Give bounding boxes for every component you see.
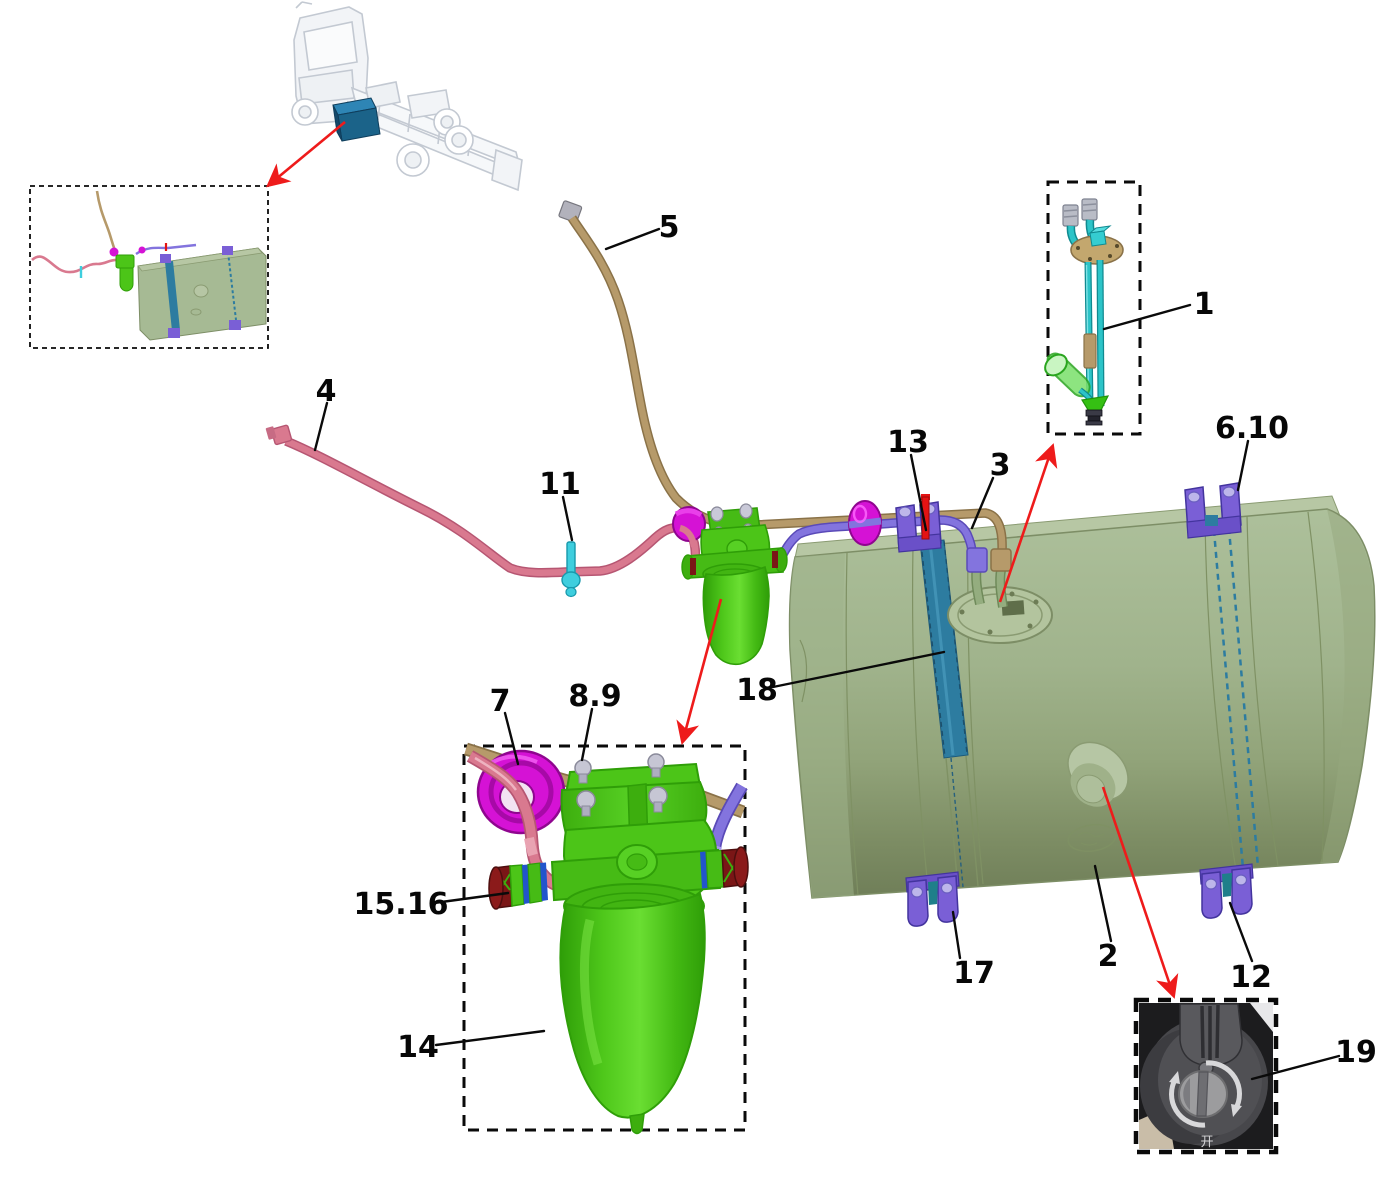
callout-12: 12 <box>1230 960 1272 995</box>
leader-5 <box>604 227 661 251</box>
callout-18: 18 <box>736 673 778 708</box>
arrow-filler-to-photo-inset <box>1101 786 1179 999</box>
hose-clip-11 <box>561 541 581 598</box>
fuel-return-hose-3 <box>775 515 977 563</box>
filter-port-fittings-15-16 <box>488 862 548 910</box>
hose-grommet-on-return-line <box>848 500 882 546</box>
tank-strap <box>919 539 979 889</box>
callout-6-10: 6.10 <box>1215 411 1289 446</box>
return-hose-fitting <box>966 547 988 573</box>
chassis-overview-inset <box>29 185 269 349</box>
lower-bracket-left-17 <box>905 871 960 927</box>
leader-13 <box>909 453 928 532</box>
fuel-supply-hose-5 <box>558 200 1007 553</box>
callout-7: 7 <box>490 684 511 719</box>
hidden-strap-line-2 <box>1226 516 1260 868</box>
hidden-strap-line <box>1211 518 1245 870</box>
leader-19 <box>1250 1054 1341 1081</box>
leader-3 <box>970 476 995 530</box>
callout-labels: 1 2 3 4 5 6.10 7 8.9 11 12 13 14 15.16 1… <box>316 210 1377 1070</box>
leader-18 <box>771 650 946 689</box>
leader-7 <box>503 711 520 766</box>
red-reference-arrows <box>265 120 1179 999</box>
callout-13: 13 <box>887 425 929 460</box>
callout-14: 14 <box>397 1030 439 1065</box>
filter-right-port <box>700 846 749 889</box>
leader-4 <box>313 401 329 452</box>
lower-bracket-right-12 <box>1199 863 1254 919</box>
tank-seam-lines <box>799 511 1325 896</box>
filter-bowl-enlarged-14 <box>559 883 706 1135</box>
leader-17 <box>951 910 962 960</box>
sender-detail-inset <box>1044 180 1142 436</box>
callout-1: 1 <box>1194 287 1215 322</box>
leader-14 <box>434 1029 546 1047</box>
fuel-tank <box>788 495 1376 899</box>
filler-cap-photo-inset: 开 <box>1133 997 1279 1155</box>
arrow-truck-to-overview <box>265 120 346 188</box>
filter-detail-inset <box>462 742 749 1135</box>
callout-15-16: 15.16 <box>354 887 449 922</box>
callout-19: 19 <box>1335 1035 1377 1070</box>
supply-hose-fitting <box>990 548 1012 572</box>
callout-17: 17 <box>953 956 995 991</box>
leader-6-10 <box>1236 439 1250 492</box>
filler-cap-photo: 开 <box>1139 1003 1273 1150</box>
filter-bowl-small <box>702 565 770 666</box>
retaining-clip-13 <box>921 496 930 540</box>
fuel-filter-assembly <box>265 424 788 666</box>
callout-3: 3 <box>990 448 1011 483</box>
flange-hoses-and-fittings <box>966 547 1012 608</box>
callout-8-9: 8.9 <box>568 679 621 714</box>
suction-hose-in-detail <box>466 750 569 895</box>
truck-fuel-tank-highlight <box>332 97 381 142</box>
truck-chassis-sketch <box>291 1 523 192</box>
callout-leader-lines <box>313 227 1341 1081</box>
leader-8-9 <box>580 707 594 762</box>
fuel-sender-unit <box>1044 198 1124 426</box>
sender-flange <box>947 586 1053 644</box>
tank-logo-emboss <box>1067 823 1117 853</box>
callout-11: 11 <box>539 467 581 502</box>
callout-4: 4 <box>316 374 337 409</box>
callout-5: 5 <box>659 210 680 245</box>
upper-bracket-right-6-10 <box>1184 482 1242 539</box>
arrow-flange-to-sender-inset <box>998 443 1058 603</box>
hose-grommet-at-filter <box>672 506 706 548</box>
leader-11 <box>561 495 574 542</box>
callout-2: 2 <box>1098 939 1119 974</box>
leader-1 <box>1102 303 1192 331</box>
cap-open-character: 开 <box>1200 1135 1213 1150</box>
upper-bracket-left <box>895 494 942 553</box>
arrow-filter-to-detail-inset <box>676 598 723 746</box>
filter-bolts-8-9 <box>574 753 668 817</box>
leader-2 <box>1093 864 1113 943</box>
filler-neck <box>1067 741 1129 807</box>
leader-15-16 <box>432 891 510 905</box>
leader-12 <box>1228 901 1254 963</box>
